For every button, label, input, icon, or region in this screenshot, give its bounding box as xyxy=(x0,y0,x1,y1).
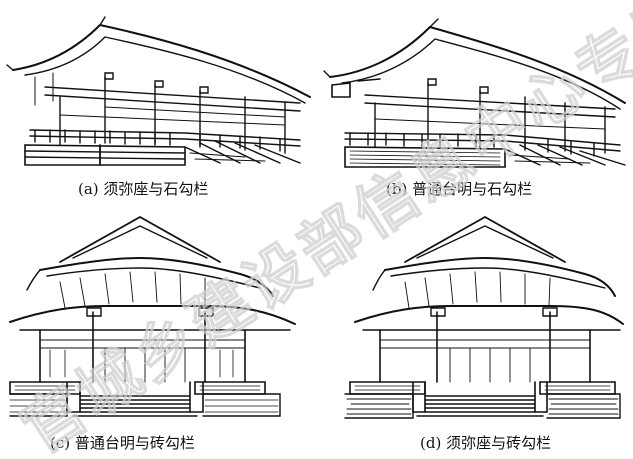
caption-a: (a) 须弥座与石勾栏 xyxy=(78,180,209,198)
illustration-d-sumeru-base-brick-balustrade xyxy=(325,212,625,427)
caption-c: (c) 普通台明与砖勾栏 xyxy=(50,434,195,452)
caption-b: (b) 普通台明与石勾栏 xyxy=(386,180,533,198)
illustration-b-ordinary-platform-stone-balustrade xyxy=(320,5,630,170)
illustration-a-sumeru-base-stone-balustrade xyxy=(5,5,315,170)
illustration-c-ordinary-platform-brick-balustrade xyxy=(5,212,305,427)
caption-d: (d) 须弥座与砖勾栏 xyxy=(420,434,552,452)
